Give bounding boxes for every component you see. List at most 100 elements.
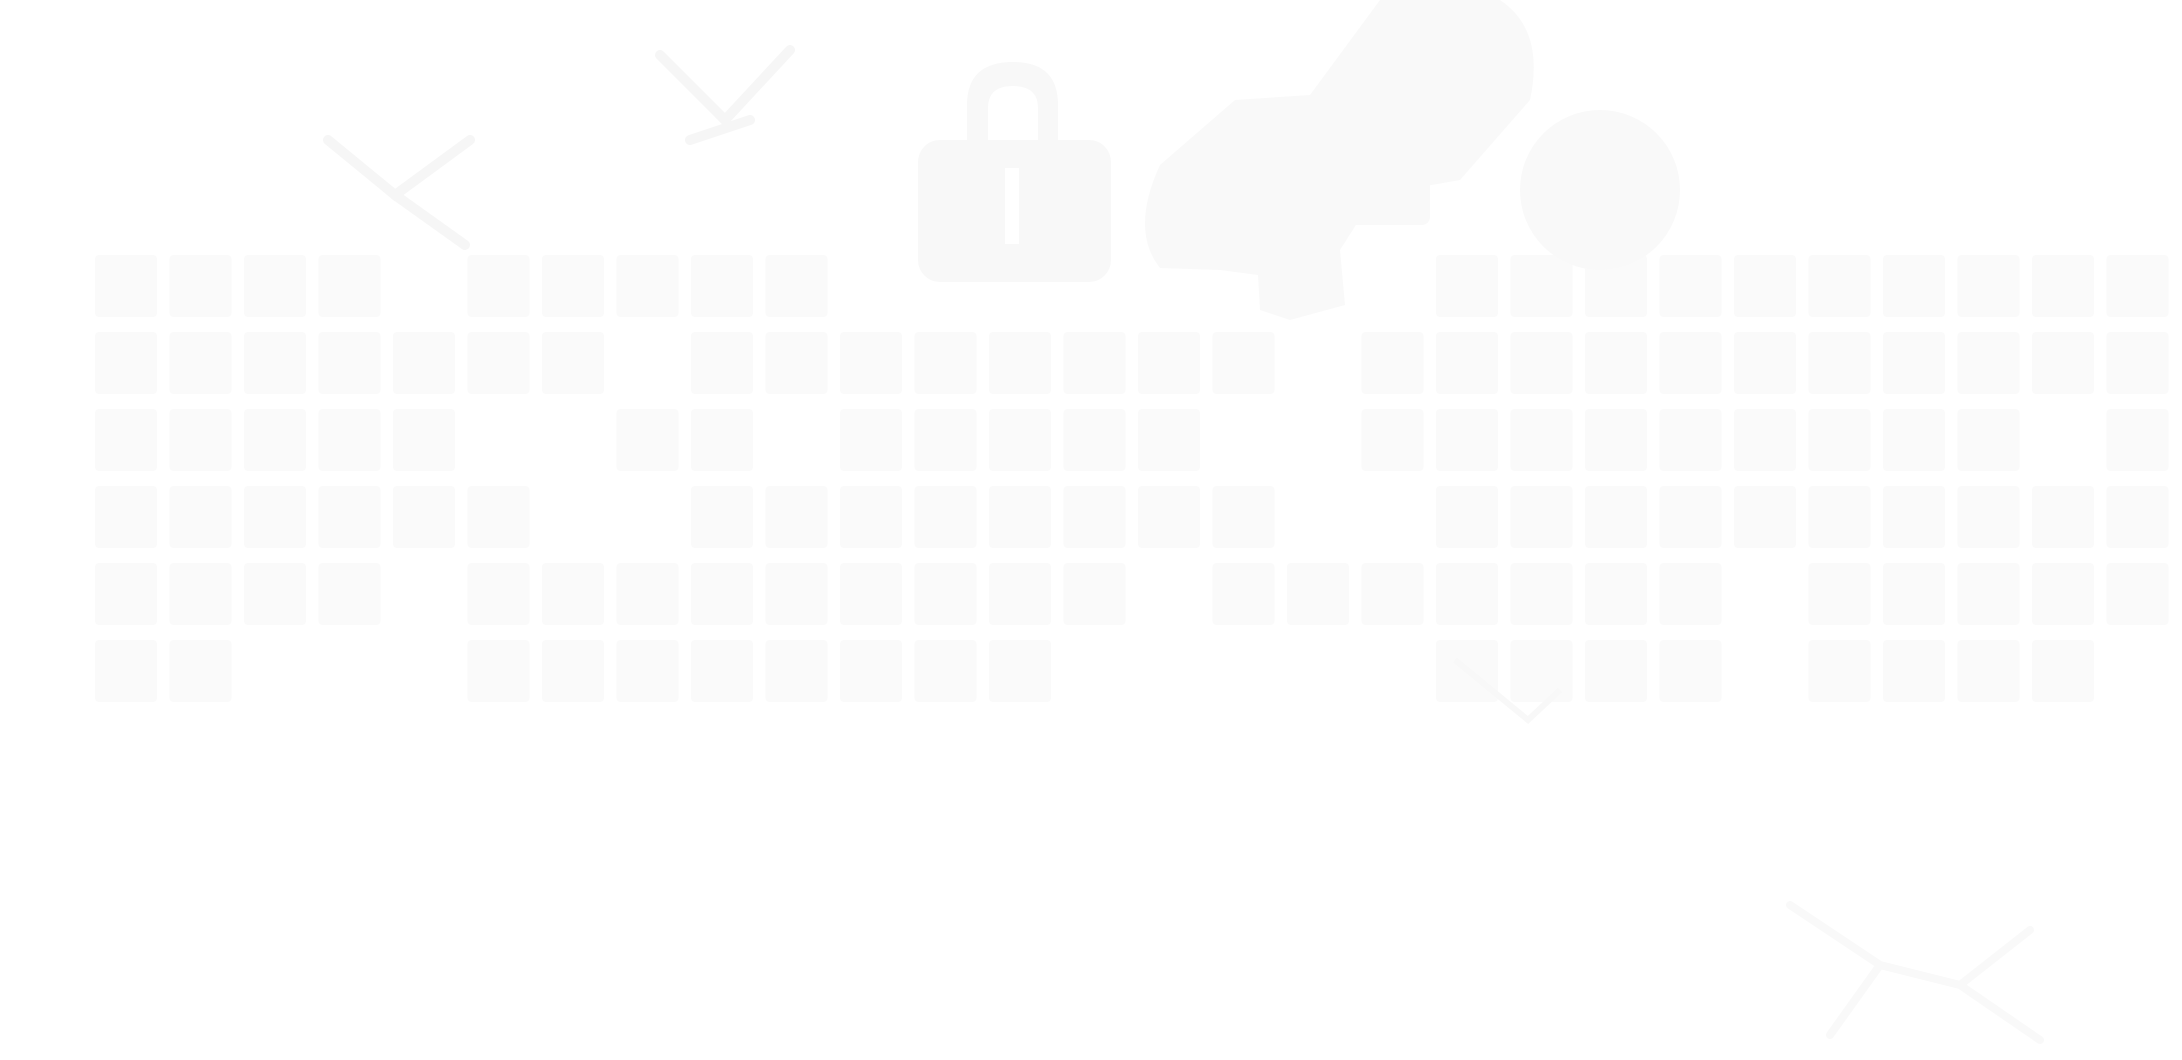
grid-cell bbox=[691, 640, 753, 702]
grid-cell bbox=[1138, 486, 1200, 548]
grid-cell bbox=[1436, 563, 1498, 625]
grid-cell bbox=[914, 563, 977, 625]
grid-cell bbox=[989, 332, 1051, 394]
grid-cell bbox=[989, 640, 1051, 702]
grid-cell bbox=[1808, 563, 1871, 625]
grid-cell bbox=[1734, 255, 1796, 317]
grid-cell bbox=[244, 409, 306, 471]
grid-cell bbox=[914, 640, 977, 702]
grid-cell bbox=[393, 486, 455, 548]
grid-cell bbox=[840, 640, 902, 702]
grid-cell bbox=[1212, 486, 1275, 548]
grid-cell bbox=[95, 332, 157, 394]
grid-cell bbox=[1808, 255, 1871, 317]
grid-cell bbox=[1659, 332, 1722, 394]
grid-cell bbox=[1585, 486, 1647, 548]
grid-cell bbox=[616, 563, 679, 625]
grid-cell bbox=[914, 409, 977, 471]
grid-cell bbox=[2106, 409, 2169, 471]
grid-cell bbox=[467, 486, 530, 548]
grid-cell bbox=[1436, 486, 1498, 548]
grid-cell bbox=[318, 255, 381, 317]
grid-cell bbox=[1510, 332, 1573, 394]
grid-cell bbox=[914, 486, 977, 548]
grid-cell bbox=[2106, 255, 2169, 317]
grid-cell bbox=[1957, 563, 2020, 625]
x-mark-icon bbox=[323, 45, 795, 250]
grid-cell bbox=[1808, 332, 1871, 394]
grid-cell bbox=[1510, 409, 1573, 471]
grid-cell bbox=[765, 255, 828, 317]
grid-cell bbox=[1734, 332, 1796, 394]
grid-cell bbox=[1734, 486, 1796, 548]
grid-cell bbox=[616, 255, 679, 317]
grid-cell bbox=[1361, 332, 1424, 394]
grid-cell bbox=[244, 486, 306, 548]
grid-cell bbox=[542, 563, 604, 625]
grid-cell bbox=[1510, 255, 1573, 317]
grid-cell bbox=[393, 409, 455, 471]
grid-cell bbox=[2106, 563, 2169, 625]
grid-cell bbox=[95, 563, 157, 625]
grid-cell bbox=[2032, 255, 2094, 317]
grid-cell bbox=[1808, 640, 1871, 702]
grid-cell bbox=[244, 255, 306, 317]
grid-cell bbox=[1883, 563, 1945, 625]
grid-cell bbox=[169, 409, 232, 471]
grid-cell bbox=[1138, 332, 1200, 394]
grid-cell bbox=[169, 640, 232, 702]
grid-cell bbox=[765, 563, 828, 625]
grid-cell bbox=[1585, 640, 1647, 702]
grid-cell bbox=[467, 255, 530, 317]
grid-cell bbox=[1138, 409, 1200, 471]
grid-cell bbox=[1585, 332, 1647, 394]
grid-cell bbox=[2106, 332, 2169, 394]
grid-cell bbox=[1361, 409, 1424, 471]
grid-cell bbox=[1585, 255, 1647, 317]
grid-cell bbox=[1808, 486, 1871, 548]
x-mark-icon bbox=[1786, 901, 2044, 1044]
grid-cell bbox=[95, 640, 157, 702]
grid-cell bbox=[467, 332, 530, 394]
grid-cell bbox=[691, 486, 753, 548]
grid-cell bbox=[2032, 563, 2094, 625]
grid-cell bbox=[169, 255, 232, 317]
grid-cell bbox=[318, 486, 381, 548]
grid-cell bbox=[1883, 640, 1945, 702]
grid-cell bbox=[1585, 409, 1647, 471]
grid-cell bbox=[1063, 332, 1126, 394]
grid-cell bbox=[1734, 409, 1796, 471]
grid-cell bbox=[169, 332, 232, 394]
grid-cell bbox=[318, 563, 381, 625]
grid-cell bbox=[169, 563, 232, 625]
grid-cell bbox=[1510, 640, 1573, 702]
grid-cell bbox=[989, 409, 1051, 471]
grid-cell bbox=[2032, 332, 2094, 394]
grid-cell bbox=[691, 332, 753, 394]
grid-cell bbox=[1212, 332, 1275, 394]
grid-cell bbox=[1957, 640, 2020, 702]
grid-cell bbox=[95, 409, 157, 471]
grid-cell bbox=[914, 332, 977, 394]
grid-cell bbox=[1957, 332, 2020, 394]
grid-cell bbox=[2032, 486, 2094, 548]
grid-cell bbox=[2032, 640, 2094, 702]
grid-cell bbox=[1436, 409, 1498, 471]
grid-cell bbox=[318, 409, 381, 471]
grid-cell bbox=[1883, 486, 1945, 548]
grid-cell bbox=[989, 486, 1051, 548]
grid-cell bbox=[95, 255, 157, 317]
grid-cell bbox=[2106, 486, 2169, 548]
square-grid bbox=[95, 255, 2169, 702]
grid-cell bbox=[318, 332, 381, 394]
grid-cell bbox=[1957, 409, 2020, 471]
grid-cell bbox=[1436, 332, 1498, 394]
grid-cell bbox=[691, 409, 753, 471]
grid-cell bbox=[1957, 486, 2020, 548]
grid-cell bbox=[244, 563, 306, 625]
chevron-icon bbox=[1453, 657, 1563, 724]
grid-cell bbox=[169, 486, 232, 548]
grid-cell bbox=[691, 255, 753, 317]
